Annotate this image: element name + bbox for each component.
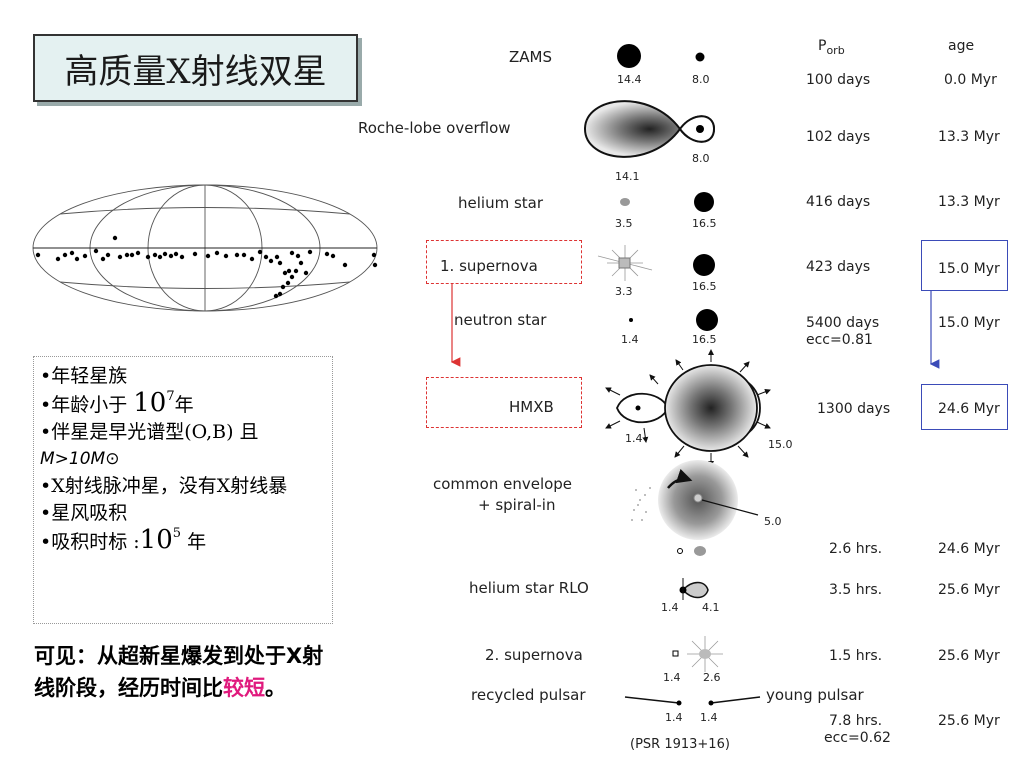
mass-pulsar-2: 1.4 bbox=[700, 711, 718, 724]
psr-name: (PSR 1913+16) bbox=[630, 737, 730, 752]
age-hmxb: 24.6 Myr bbox=[938, 401, 1000, 417]
common-envelope bbox=[631, 460, 759, 540]
mass-sn2-2: 2.6 bbox=[703, 671, 721, 684]
facts-list: •年轻星族 •年龄小于 107年 •伴星是早光谱型(O,B) 且 M>10M⊙ … bbox=[33, 356, 333, 624]
ecc-pulsar: ecc=0.62 bbox=[824, 730, 891, 746]
galactic-sky-map bbox=[32, 184, 378, 312]
mass-hmxb-1: 1.4 bbox=[625, 432, 643, 445]
mass-sn1-1: 3.3 bbox=[615, 285, 633, 298]
helium-star-primary bbox=[620, 198, 630, 206]
porb-ce: 2.6 hrs. bbox=[829, 541, 883, 557]
stage-label-hmxb: HMXB bbox=[509, 398, 554, 416]
fact-pulsar: •X射线脉冲星，没有X射线暴 bbox=[40, 475, 288, 497]
stage-label-zams: ZAMS bbox=[509, 48, 553, 66]
mass-ce-2: 5.0 bbox=[764, 515, 782, 528]
mass-he-1: 3.5 bbox=[615, 217, 633, 230]
conclusion-text: 可见：从超新星爆发到处于X射线阶段，经历时间比较短。 bbox=[34, 644, 324, 700]
mass-rlof-2: 8.0 bbox=[692, 152, 710, 165]
mass-zams-2: 8.0 bbox=[692, 73, 710, 86]
age-header: age bbox=[948, 38, 975, 54]
fact-companion: •伴星是早光谱型(O,B) 且 bbox=[40, 421, 259, 443]
age-15-highlight-box bbox=[921, 240, 1008, 291]
fact-accretion-time: •吸积时标 :105 年 bbox=[40, 525, 207, 555]
stage-label-helium-star-rlo: helium star RLO bbox=[469, 579, 589, 597]
stage-label-supernova-2: 2. supernova bbox=[485, 646, 583, 664]
porb-sn2: 1.5 hrs. bbox=[829, 648, 883, 664]
stage-label-recycled-pulsar: recycled pulsar bbox=[471, 686, 586, 704]
mass-he-2: 16.5 bbox=[692, 217, 717, 230]
zams-secondary-star bbox=[695, 52, 705, 62]
age-ce: 24.6 Myr bbox=[938, 541, 1000, 557]
fact-wind-accretion: •星风吸积 bbox=[40, 502, 128, 524]
porb-sn1: 423 days bbox=[806, 259, 871, 275]
porb-rlo: 3.5 hrs. bbox=[829, 582, 883, 598]
stage-label-young-pulsar: young pulsar bbox=[766, 686, 864, 704]
zams-primary-star bbox=[617, 44, 641, 68]
helium-star-secondary bbox=[694, 192, 714, 212]
age-sn1: 15.0 Myr bbox=[938, 261, 1000, 277]
stage-label-spiral-in: + spiral-in bbox=[478, 496, 556, 514]
fact-age: •年龄小于 107年 bbox=[40, 388, 194, 418]
stage-label-helium-star: helium star bbox=[458, 194, 544, 212]
mass-zams-1: 14.4 bbox=[617, 73, 642, 86]
age-he: 13.3 Myr bbox=[938, 194, 1000, 210]
stage-label-rlof: Roche-lobe overflow bbox=[358, 119, 511, 137]
mass-hmxb-2: 15.0 bbox=[768, 438, 793, 451]
porb-rlof: 102 days bbox=[806, 129, 871, 145]
hmxb-binary bbox=[605, 349, 771, 467]
stage-label-common-envelope: common envelope bbox=[433, 475, 573, 493]
porb-hmxb: 1300 days bbox=[817, 401, 891, 417]
mass-rlof-1: 14.1 bbox=[615, 170, 640, 183]
mass-rlo-2: 4.1 bbox=[702, 601, 720, 614]
hmxb-source-dots bbox=[35, 235, 378, 299]
age-zams: 0.0 Myr bbox=[944, 72, 997, 88]
porb-ns: 5400 days bbox=[806, 315, 880, 331]
fact-companion-mass: M>10M⊙ bbox=[40, 449, 120, 469]
mass-sn2-1: 1.4 bbox=[663, 671, 681, 684]
age-ns: 15.0 Myr bbox=[938, 315, 1000, 331]
slide-title: 高质量X射线双星 bbox=[33, 34, 358, 102]
mass-ns-2: 16.5 bbox=[692, 333, 717, 346]
age-sn2: 25.6 Myr bbox=[938, 648, 1000, 664]
mass-ns-1: 1.4 bbox=[621, 333, 639, 346]
age-rlof: 13.3 Myr bbox=[938, 129, 1000, 145]
hmxb-highlight-box bbox=[426, 377, 582, 428]
porb-header: Porb bbox=[818, 38, 845, 57]
porb-he: 416 days bbox=[806, 194, 871, 210]
porb-pulsar: 7.8 hrs. bbox=[829, 713, 883, 729]
porb-zams: 100 days bbox=[806, 72, 871, 88]
age-24-highlight-box bbox=[921, 384, 1008, 430]
fact-population: •年轻星族 bbox=[40, 365, 128, 387]
stage-label-neutron-star: neutron star bbox=[454, 311, 547, 329]
ecc-ns: ecc=0.81 bbox=[806, 332, 873, 348]
stage-label-supernova-1: 1. supernova bbox=[440, 257, 538, 275]
age-pulsar: 25.6 Myr bbox=[938, 713, 1000, 729]
supernova-highlight-box bbox=[426, 240, 582, 284]
age-rlo: 25.6 Myr bbox=[938, 582, 1000, 598]
mass-sn1-2: 16.5 bbox=[692, 280, 717, 293]
mass-pulsar-1: 1.4 bbox=[665, 711, 683, 724]
slide-title-text: 高质量X射线双星 bbox=[64, 51, 327, 92]
mass-rlo-1: 1.4 bbox=[661, 601, 679, 614]
